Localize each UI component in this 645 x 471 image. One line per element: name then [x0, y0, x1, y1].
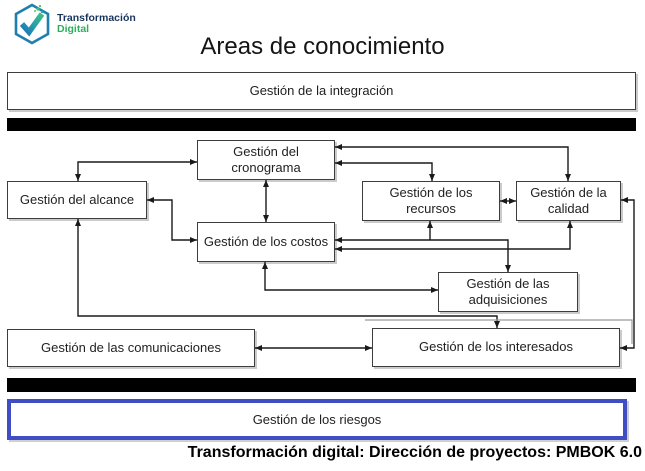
- box-riesgos-label: Gestión de los riesgos: [252, 412, 382, 427]
- logo-title: Transformación: [57, 12, 136, 24]
- connector-cronograma-recursos: [335, 162, 433, 181]
- logo-subtitle: Digital: [57, 23, 90, 35]
- box-adquisiciones-label: Gestión de las adquisiciones: [466, 275, 550, 307]
- box-integracion-label: Gestión de la integración: [249, 82, 394, 98]
- connector-costos-adquisiciones: [264, 262, 438, 291]
- box-riesgos: Gestión de los riesgos: [7, 399, 627, 440]
- connector-alcance-costos: [147, 199, 197, 241]
- connector-alcance-cronograma: [77, 161, 197, 181]
- logo: Transformación Digital: [12, 3, 136, 45]
- box-cronograma: Gestión del cronograma: [197, 140, 335, 180]
- box-integracion: Gestión de la integración: [7, 72, 636, 110]
- box-interesados: Gestión de los interesados: [372, 328, 620, 367]
- connector-costos-recursos-adquisiciones: [335, 239, 509, 272]
- box-cronograma-label: Gestión del cronograma: [231, 143, 301, 175]
- box-interesados-label: Gestión de los interesados: [419, 339, 573, 355]
- transformacion-digital-logo-icon: [14, 3, 50, 45]
- box-recursos-label: Gestión de los recursos: [389, 184, 473, 216]
- box-calidad-label: Gestión de la calidad: [530, 184, 607, 216]
- box-comunicaciones-label: Gestión de las comunicaciones: [41, 339, 221, 355]
- divider-bar-top: [7, 118, 636, 131]
- box-comunicaciones: Gestión de las comunicaciones: [7, 329, 255, 367]
- page-title: Areas de conocimiento: [200, 33, 445, 60]
- connector-calidad-interesados: [620, 199, 635, 349]
- divider-bar-bottom: [7, 378, 636, 392]
- box-alcance: Gestión del alcance: [7, 181, 147, 219]
- box-alcance-label: Gestión del alcance: [19, 191, 135, 207]
- footer-caption: Transformación digital: Dirección de pro…: [187, 444, 642, 461]
- box-recursos: Gestión de los recursos: [362, 181, 500, 221]
- connector-cronograma-calidad: [335, 146, 569, 181]
- box-costos-label: Gestión de los costos: [203, 233, 329, 249]
- box-costos: Gestión de los costos: [197, 222, 335, 262]
- box-adquisiciones: Gestión de las adquisiciones: [438, 272, 578, 312]
- box-calidad: Gestión de la calidad: [516, 181, 621, 221]
- connector-costos-calidad: [335, 221, 571, 250]
